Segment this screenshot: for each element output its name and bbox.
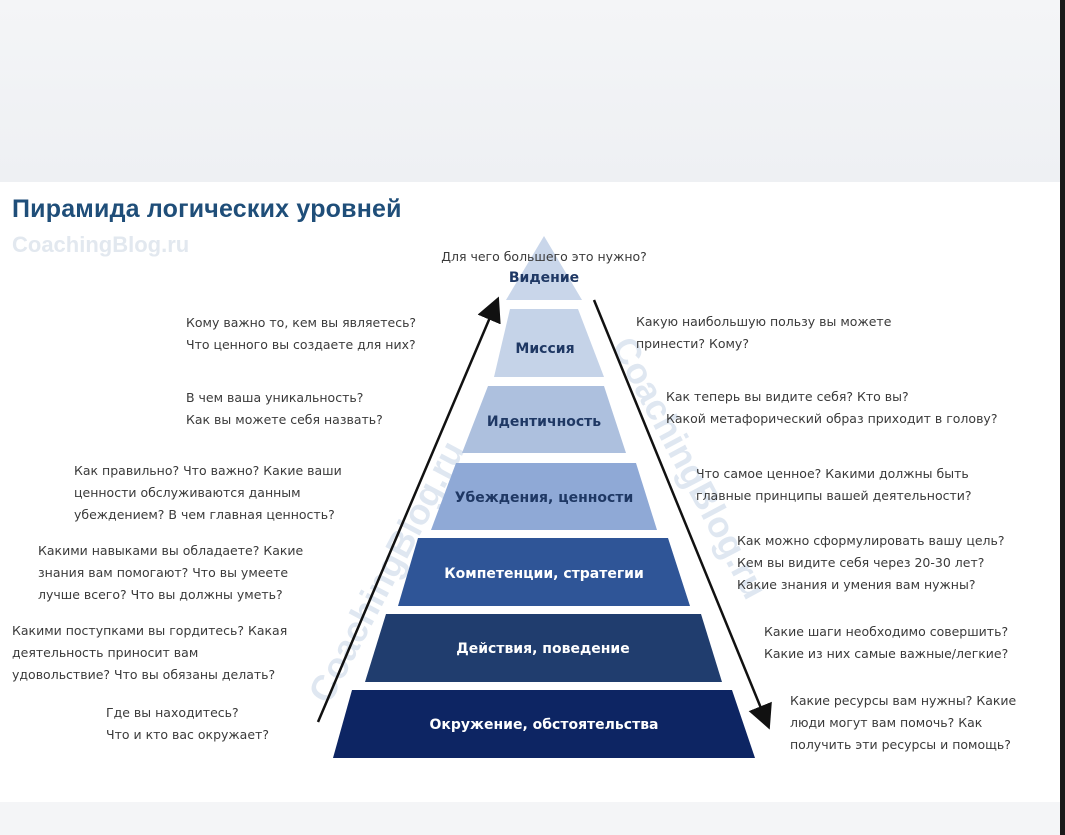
left-question-environment: Где вы находитесь? Что и кто вас окружае…	[106, 705, 269, 742]
right-question-mission: Какую наибольшую пользу вы можете принес…	[636, 314, 892, 351]
tier-beliefs-shape	[431, 463, 657, 530]
right-question-environment: Какие ресурсы вам нужны? Какие люди могу…	[790, 693, 1017, 752]
left-question-competencies: Какими навыками вы обладаете? Какие знан…	[38, 543, 304, 602]
screen-edge	[1060, 0, 1065, 835]
watermark-text: CoachingBlog.ru	[12, 232, 190, 257]
diagram-title: Пирамида логических уровней	[12, 195, 402, 223]
right-question-competencies: Как можно сформулировать вашу цель? Кем …	[737, 533, 1005, 592]
arrow-down-icon	[592, 299, 772, 730]
tier-label-mission: Миссия	[515, 341, 575, 357]
left-question-mission: Кому важно то, кем вы являетесь? Что цен…	[186, 315, 417, 352]
arrow-up-icon	[316, 296, 501, 723]
tier-environment-shape	[333, 690, 755, 758]
tier-mission-shape	[494, 309, 604, 377]
tier-competencies-shape	[398, 538, 690, 606]
tier-identity-shape	[462, 386, 626, 453]
tier-label-actions: Действия, поведение	[456, 641, 630, 657]
right-question-identity: Как теперь вы видите себя? Кто вы? Какой…	[666, 389, 998, 426]
left-question-identity: В чем ваша уникальность? Как вы можете с…	[186, 390, 383, 427]
right-question-actions: Какие шаги необходимо совершить? Какие и…	[764, 624, 1009, 661]
top-question: Для чего большего это нужно?	[441, 249, 647, 264]
left-question-actions: Какими поступками вы гордитесь? Какая де…	[12, 623, 288, 682]
right-question-beliefs: Что самое ценное? Какими должны быть гла…	[696, 466, 972, 503]
tier-label-competencies: Компетенции, стратегии	[444, 566, 644, 582]
left-question-beliefs: Как правильно? Что важно? Какие ваши цен…	[74, 463, 342, 522]
top-background-band	[0, 0, 1060, 182]
bottom-background-band	[0, 802, 1060, 835]
tier-actions-shape	[365, 614, 722, 682]
tier-label-identity: Идентичность	[486, 414, 602, 430]
tier-label-beliefs: Убеждения, ценности	[454, 490, 634, 506]
tier-label-vision: Видение	[508, 270, 580, 286]
tier-label-environment: Окружение, обстоятельства	[429, 717, 659, 733]
